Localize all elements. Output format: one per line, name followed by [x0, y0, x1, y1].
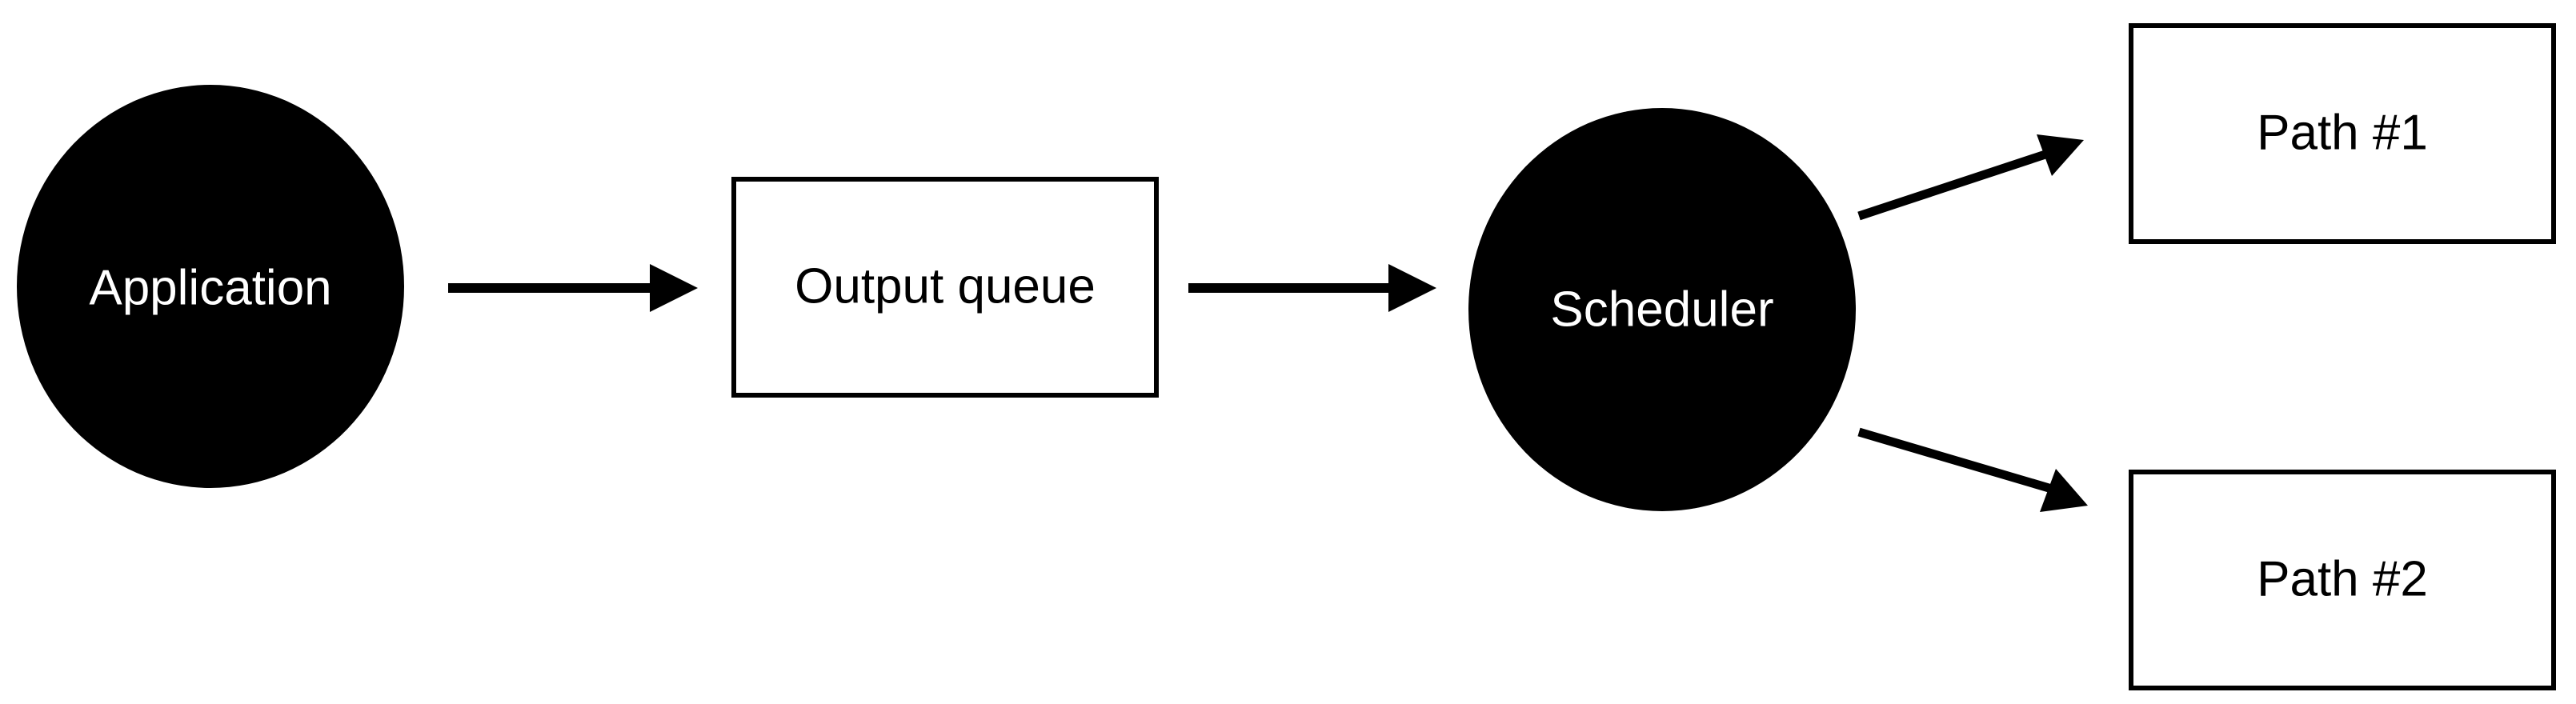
- output-queue-node: Output queue: [731, 177, 1159, 398]
- arrow-scheduler-to-path1: [1857, 134, 2084, 221]
- path2-box: [2129, 470, 2556, 690]
- scheduler-circle: [1468, 108, 1856, 511]
- arrow-head: [2037, 134, 2084, 176]
- arrow-head: [650, 264, 698, 312]
- arrow-scheduler-to-path2: [1857, 427, 2088, 512]
- arrow-application-to-output-queue: [448, 264, 698, 312]
- scheduler-label: Scheduler: [1550, 282, 1773, 337]
- application-label: Application: [89, 260, 331, 315]
- arrow-head: [1388, 264, 1436, 312]
- output-queue-label: Output queue: [795, 258, 1096, 314]
- application-node: Application: [17, 85, 404, 488]
- output-queue-box: [731, 177, 1159, 398]
- path2-label: Path #2: [2257, 551, 2428, 606]
- arrow-shaft: [1857, 147, 2054, 221]
- application-circle: [17, 85, 404, 488]
- path1-box: [2129, 23, 2556, 244]
- path1-label: Path #1: [2257, 105, 2428, 160]
- scheduler-node: Scheduler: [1468, 108, 1856, 511]
- arrow-shaft: [1857, 427, 2056, 494]
- path2-node: Path #2: [2129, 470, 2556, 690]
- path1-node: Path #1: [2129, 23, 2556, 244]
- arrow-output-queue-to-scheduler: [1188, 264, 1436, 312]
- arrow-head: [2040, 469, 2088, 512]
